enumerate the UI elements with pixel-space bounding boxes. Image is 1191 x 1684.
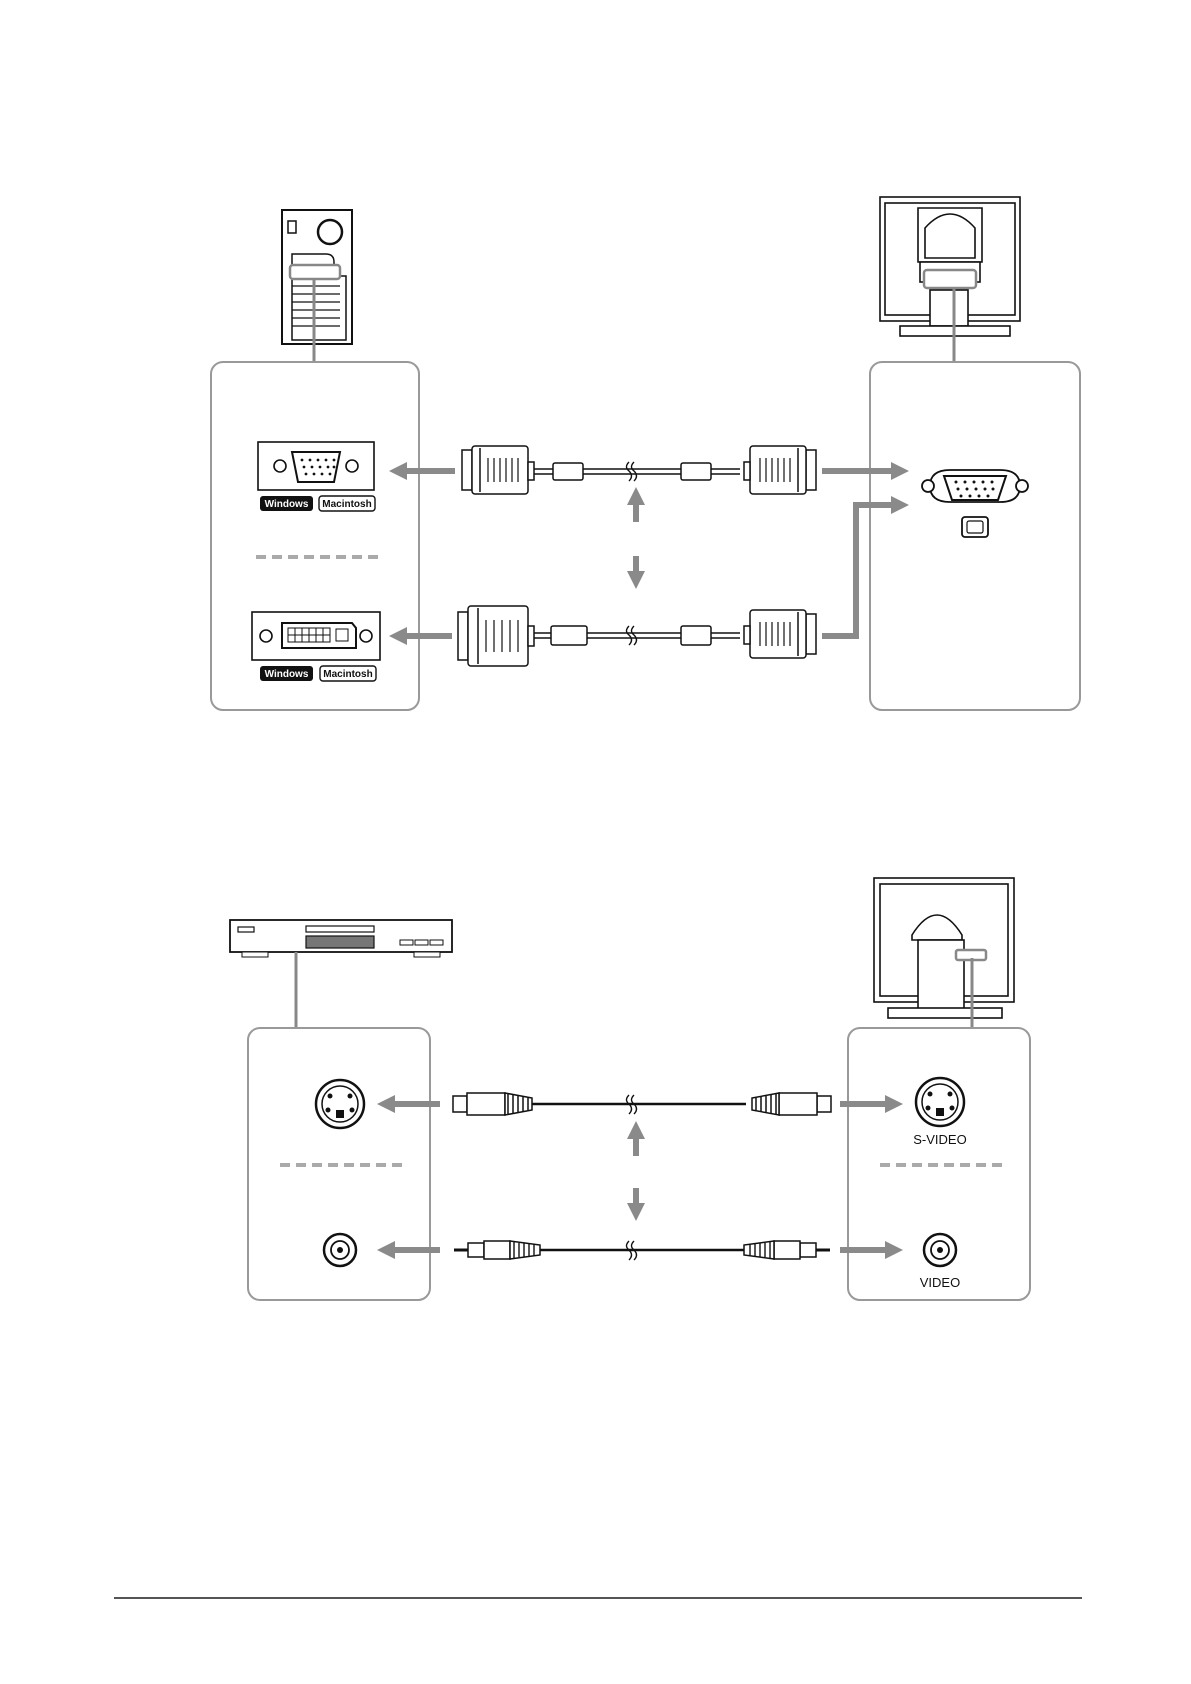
monitor-s-video-port bbox=[916, 1078, 964, 1126]
device-video-port bbox=[324, 1234, 356, 1266]
device-s-video-port bbox=[316, 1080, 364, 1128]
macintosh-label: Macintosh bbox=[322, 499, 371, 510]
dvi-dsub-cable-lower bbox=[458, 606, 816, 666]
video-label: VIDEO bbox=[920, 1275, 960, 1290]
windows-label-dvi: Windows bbox=[265, 669, 309, 680]
video-cable bbox=[454, 1241, 830, 1260]
s-video-label: S-VIDEO bbox=[913, 1132, 966, 1147]
windows-label: Windows bbox=[265, 499, 309, 510]
s-video-cable bbox=[453, 1093, 831, 1115]
pc-dvi-port bbox=[252, 612, 380, 660]
monitor-rear-illustration-2 bbox=[874, 878, 1014, 1018]
monitor-rear-illustration bbox=[880, 197, 1020, 336]
dsub-cable-upper bbox=[462, 446, 816, 494]
video-player-illustration bbox=[230, 920, 452, 957]
monitor-video-port bbox=[924, 1234, 956, 1266]
macintosh-label-dvi: Macintosh bbox=[323, 669, 372, 680]
pc-tower-illustration bbox=[282, 210, 352, 344]
pc-dsub-port bbox=[258, 442, 374, 490]
